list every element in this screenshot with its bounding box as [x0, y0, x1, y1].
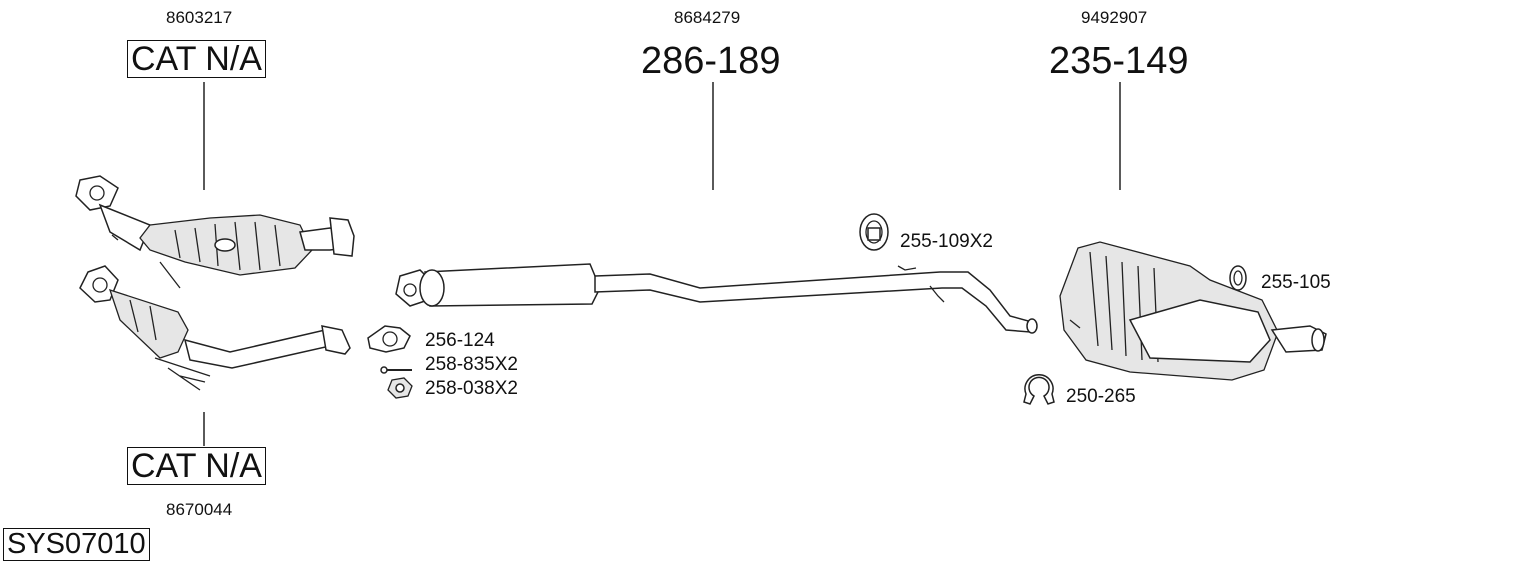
rear-silencer: [1059, 241, 1327, 381]
label-rubber-hanger: 255-109X2: [900, 231, 993, 252]
gasket-icon: [367, 325, 411, 353]
label-ring: 255-105: [1261, 272, 1331, 293]
leader-lines: [203, 82, 1121, 446]
part-number-middle-pipe: 286-189: [641, 40, 781, 82]
label-bolt: 258-835X2: [425, 354, 518, 375]
ring-icon: [1229, 265, 1247, 291]
lower-catalytic-converter: [79, 265, 351, 391]
middle-pipe: [395, 263, 1038, 334]
upper-catalytic-converter: [75, 175, 355, 289]
rubber-hanger-icon: [859, 213, 889, 251]
part-number-rear-silencer: 235-149: [1049, 40, 1189, 82]
system-code: SYS07010: [3, 528, 150, 561]
oem-number-rear-silencer: 9492907: [1081, 8, 1148, 27]
label-clamp: 250-265: [1066, 386, 1136, 407]
oem-number-cat-rear: 8670044: [166, 500, 233, 519]
oem-number-middle-pipe: 8684279: [674, 8, 741, 27]
label-nut: 258-038X2: [425, 378, 518, 399]
label-gasket: 256-124: [425, 330, 495, 351]
bolt-icon: [380, 366, 412, 374]
clamp-icon: [1023, 374, 1055, 405]
nut-icon: [387, 377, 413, 399]
cat-rear-label: CAT N/A: [127, 447, 266, 485]
oem-number-cat-front: 8603217: [166, 8, 233, 27]
cat-front-label: CAT N/A: [127, 40, 266, 78]
